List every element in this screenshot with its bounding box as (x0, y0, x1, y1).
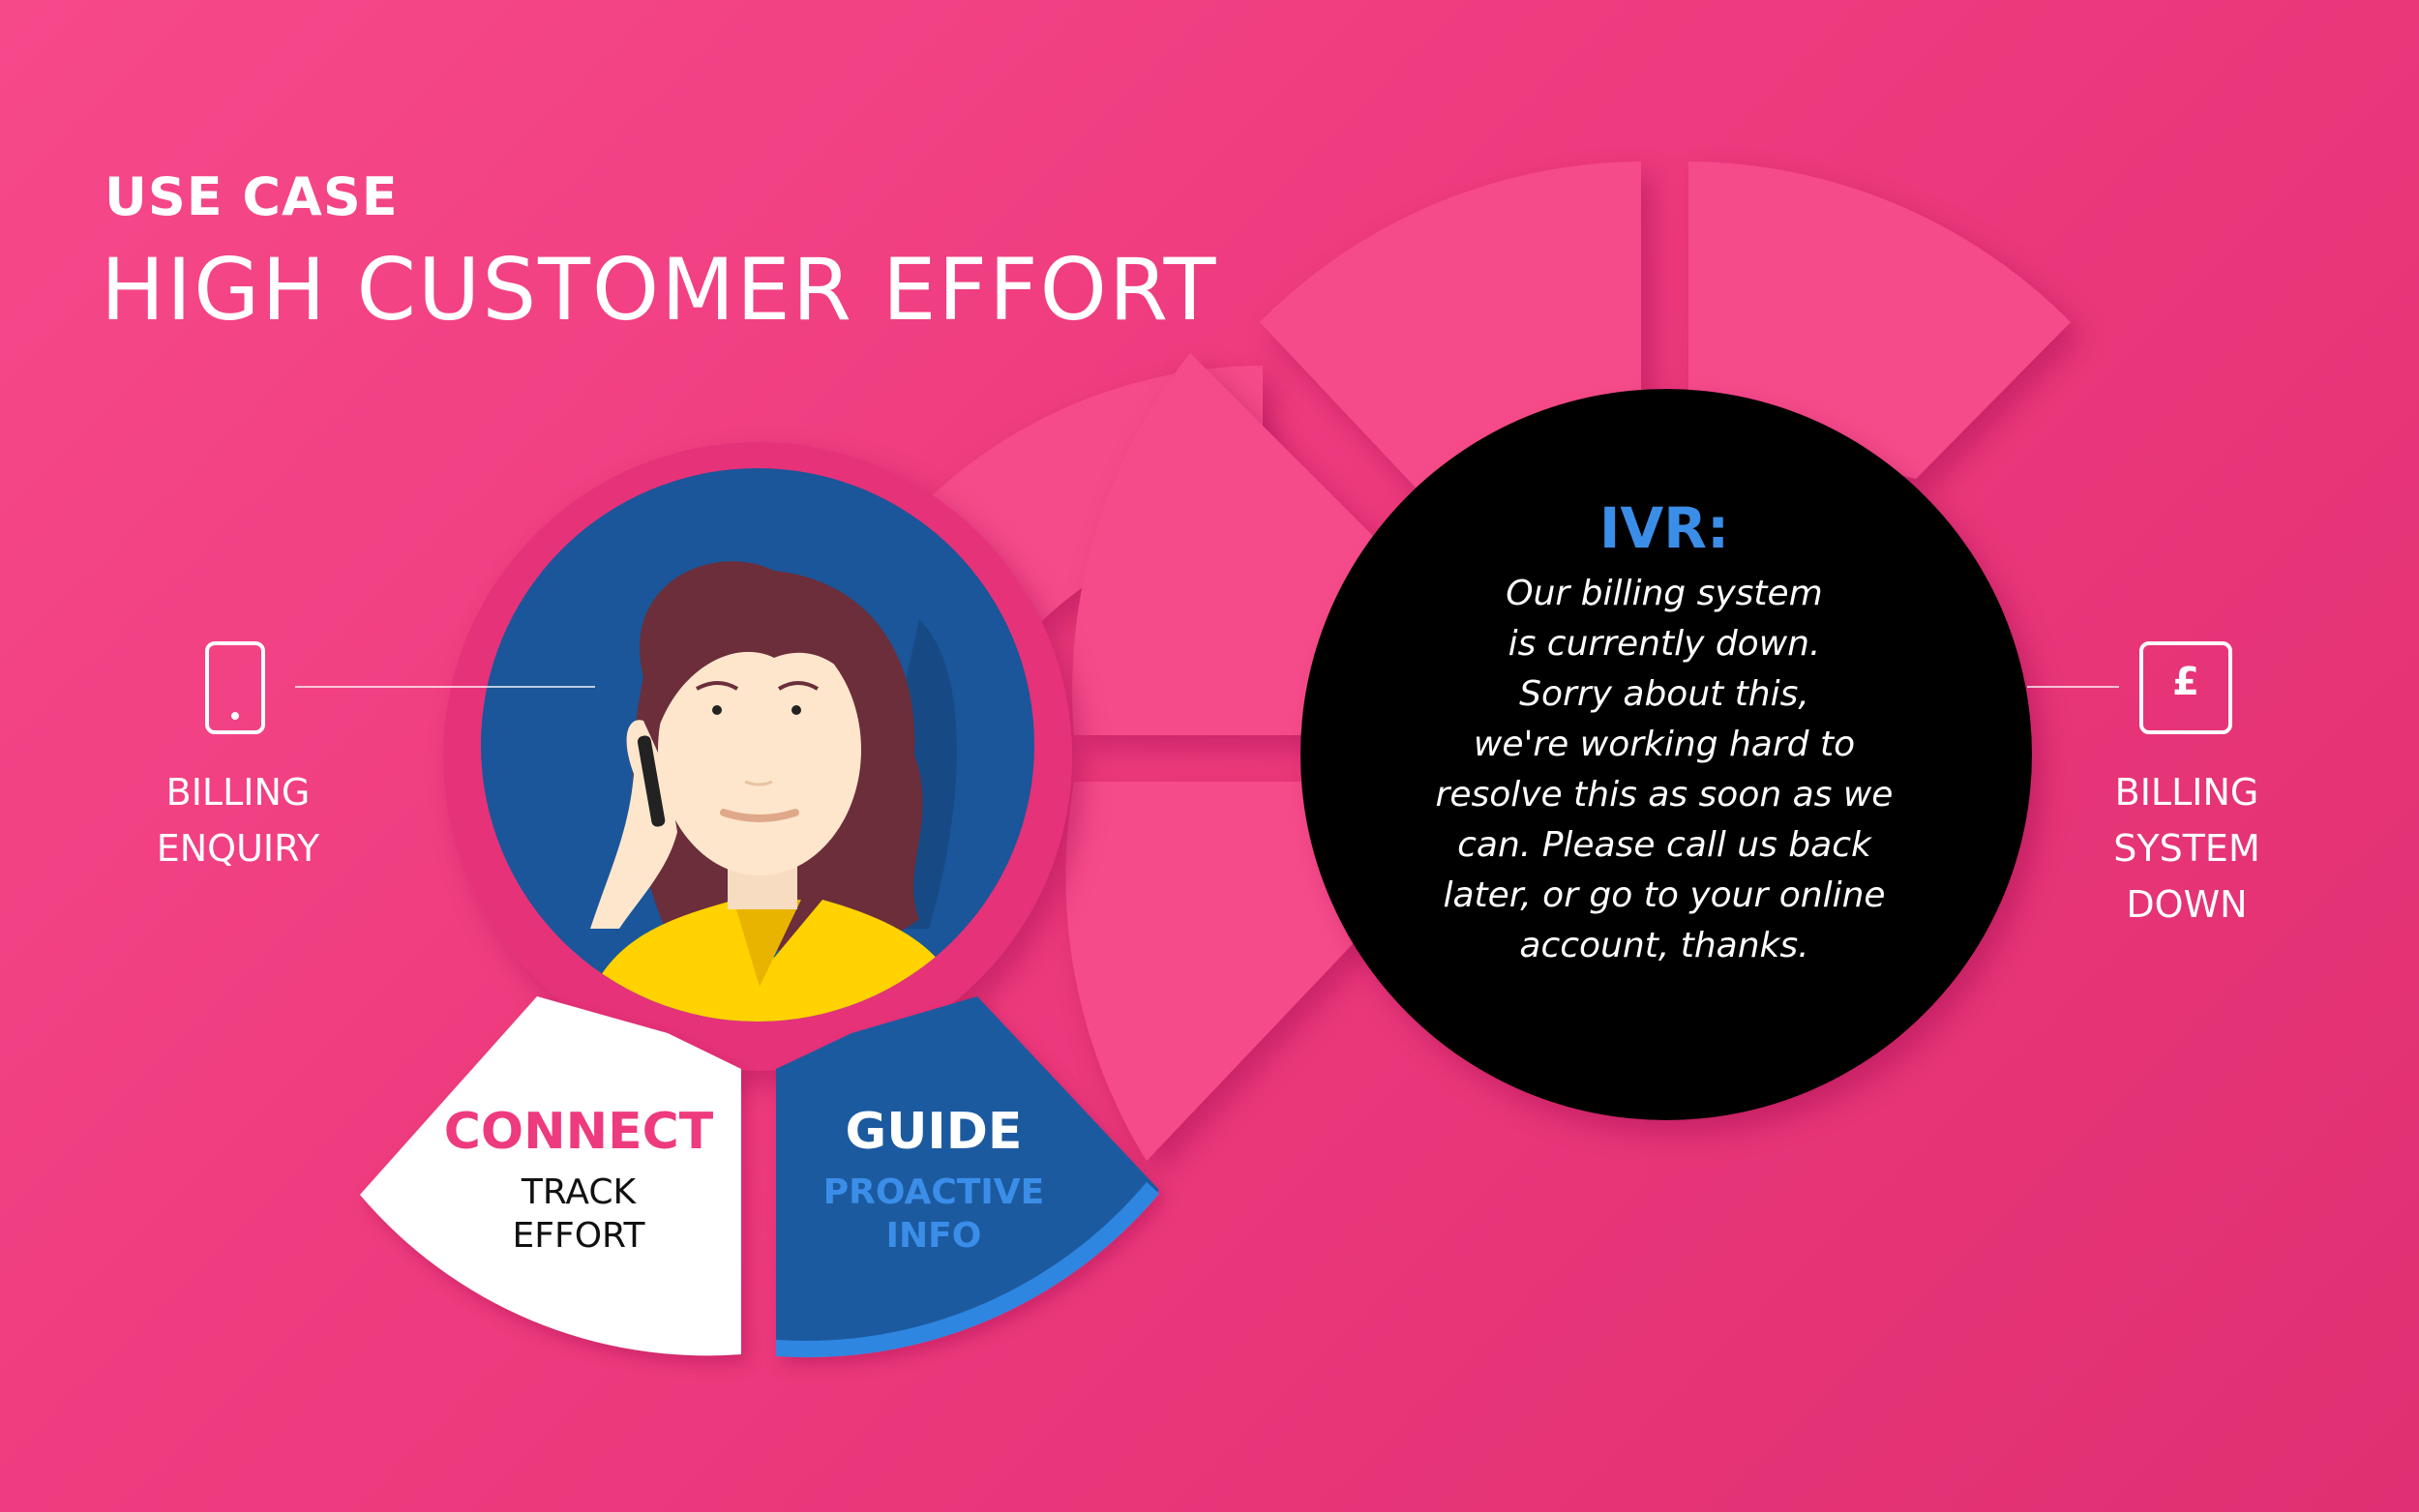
ivr-title: IVR: (1598, 495, 1730, 561)
page-title: HIGH CUSTOMER EFFORT (101, 240, 1218, 340)
avatar (481, 468, 1034, 1022)
ivr-message: Our billing system is currently down. So… (1435, 574, 1894, 965)
right-label: BILLING SYSTEM DOWN (2113, 771, 2260, 926)
connect-segment (360, 996, 741, 1356)
woman-illustration (581, 561, 968, 1022)
guide-title: GUIDE (845, 1103, 1023, 1161)
connect-title: CONNECT (443, 1103, 714, 1161)
ring-wedge-top-right (1688, 162, 2071, 479)
bottom-segments (360, 996, 1159, 1358)
mobile-phone-icon (205, 641, 265, 734)
guide-subtitle: PROACTIVE INFO (822, 1172, 1045, 1256)
left-label: BILLING ENQUIRY (156, 771, 320, 870)
eyebrow-label: USE CASE (105, 166, 399, 227)
pound-sign-icon (2139, 641, 2232, 734)
ivr-circle (1300, 389, 2032, 1120)
guide-segment-accent (776, 1182, 1159, 1358)
connect-subtitle: TRACK EFFORT (512, 1172, 645, 1256)
pound-sign-glyph: £ (2172, 660, 2199, 704)
